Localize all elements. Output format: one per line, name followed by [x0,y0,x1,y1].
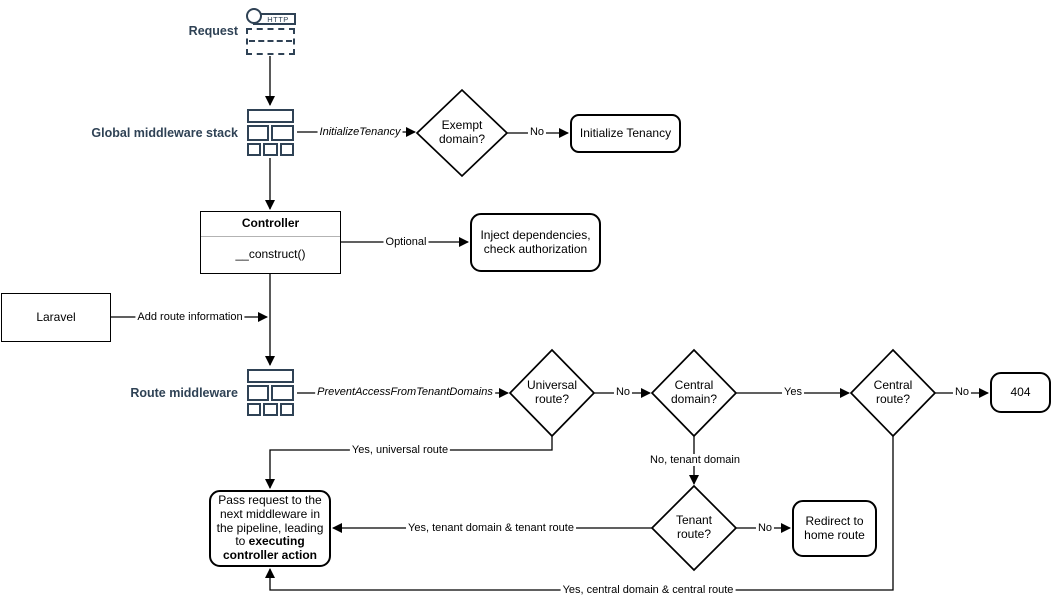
tenant-domain-no-label: No, tenant domain [648,454,742,466]
middleware-block [247,125,269,141]
central-route-no-label: No [952,386,972,398]
middleware-block [271,385,294,401]
central-yes-label: Yes, central domain & central route [560,584,736,596]
universal-route-diamond [508,348,596,438]
middleware-block [263,143,278,156]
controller-node: Controller __construct() [200,211,341,274]
global-middleware-stack-icon [245,107,296,158]
central-domain-label: Central domain? [670,378,718,406]
redirect-home-node: Redirect to home route [792,500,877,557]
exempt-domain-diamond [415,88,509,178]
middleware-block [247,369,294,383]
inject-dependencies-node: Inject dependencies, check authorization [470,213,601,272]
not-found-node: 404 [990,372,1051,413]
middleware-block [271,125,294,141]
universal-yes-label: Yes, universal route [349,444,451,456]
central-route-diamond [849,348,937,438]
middleware-block [280,403,294,416]
pass-request-node: Pass request to the next middleware in t… [209,490,331,567]
prevent-access-edge-label: PreventAccessFromTenantDomains [315,386,495,398]
request-circle-glyph [246,8,262,24]
middleware-block [247,109,294,123]
tenant-yes-label: Yes, tenant domain & tenant route [406,522,576,534]
route-middleware-stage-label: Route middleware [130,386,238,400]
initialize-tenancy-edge-label: InitializeTenancy [317,126,403,138]
add-route-information-label: Add route information [135,311,245,323]
controller-title: Controller [241,216,300,231]
controller-divider [201,236,340,237]
middleware-block [263,403,278,416]
tenant-route-label: Tenant route? [675,513,713,541]
tenant-route-no-label: No [755,522,775,534]
pass-request-text: Pass request to the next middleware in t… [216,492,324,563]
middleware-block [247,403,261,416]
pass-request-bold-text: executing controller action [222,534,317,563]
http-request-icon: HTTP [244,6,297,56]
exempt-no-label: No [527,126,547,138]
laravel-node: Laravel [1,293,111,342]
tenant-route-diamond [650,484,738,572]
controller-constructor: __construct() [235,247,306,262]
route-middleware-icon [245,367,296,418]
universal-route-label: Universal route? [526,378,577,406]
central-route-label: Central route? [873,378,913,406]
request-body-glyph [246,28,295,55]
initialize-tenancy-node: Initialize Tenancy [570,114,681,153]
optional-label: Optional [383,236,429,248]
request-body-divider [249,40,292,42]
exempt-domain-label: Exempt domain? [438,118,486,146]
central-domain-diamond [650,348,738,438]
middleware-block [280,143,294,156]
global-middleware-stage-label: Global middleware stack [91,126,238,140]
universal-no-label: No [613,386,633,398]
middleware-block [247,385,269,401]
middleware-block [247,143,261,156]
request-stage-label: Request [188,24,238,38]
central-domain-yes-label: Yes [782,386,804,398]
